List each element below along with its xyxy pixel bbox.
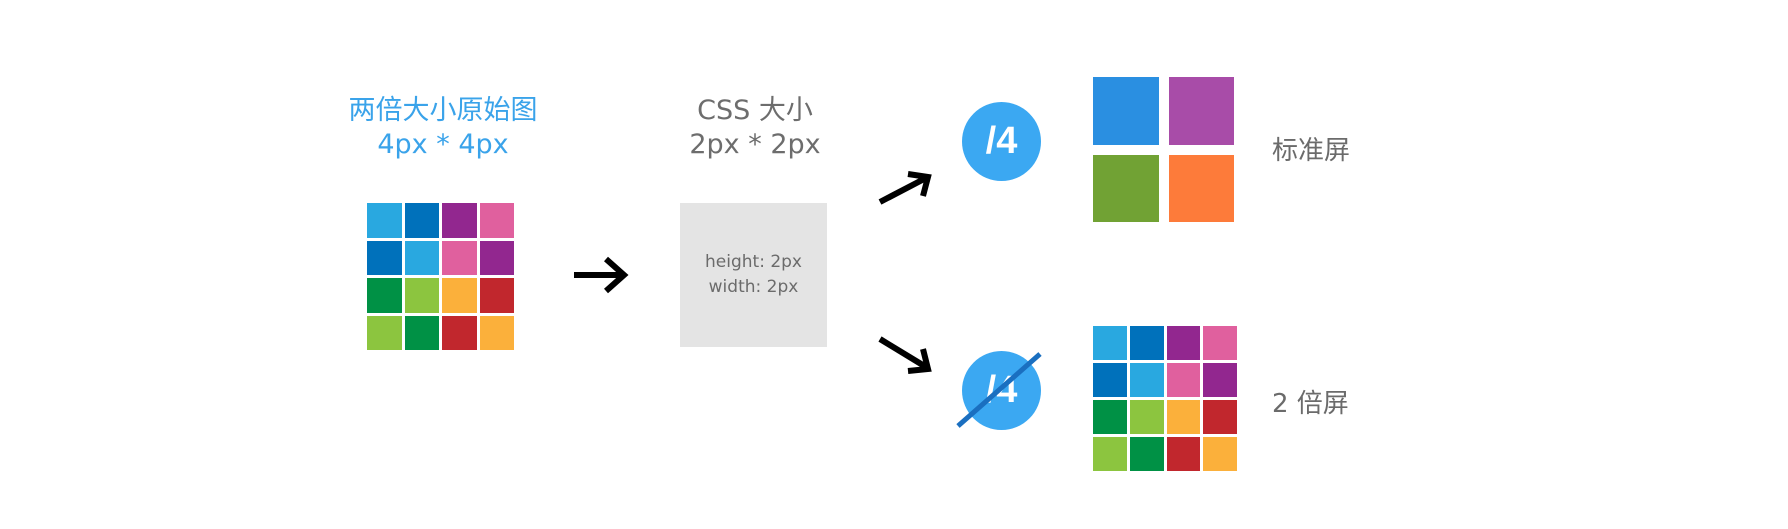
pixel-cell — [1166, 437, 1201, 471]
pixel-cell — [404, 240, 439, 275]
divide-badge-standard-text: /4 — [985, 120, 1018, 162]
pixel-cell — [442, 315, 477, 350]
arrow-down-right-icon — [878, 336, 932, 374]
css-size-box: height: 2px width: 2px — [680, 203, 827, 347]
css-size: 2px * 2px — [689, 129, 821, 160]
arrow-right-icon — [574, 256, 629, 294]
pixel-cell — [1129, 363, 1164, 397]
strikethrough-icon — [956, 352, 1042, 428]
pixel-cell — [1129, 437, 1164, 471]
pixel-cell — [1129, 400, 1164, 434]
pixel-cell — [1203, 326, 1237, 360]
pixel-cell — [1166, 326, 1201, 360]
pixel-cell — [1168, 77, 1234, 145]
pixel-cell — [442, 203, 477, 238]
source-pixel-grid — [367, 203, 514, 350]
pixel-cell — [1203, 437, 1237, 471]
arrow-up-right-icon — [878, 171, 932, 205]
pixel-cell — [1203, 363, 1237, 397]
pixel-cell — [404, 315, 439, 350]
css-caption: CSS 大小 2px * 2px — [650, 94, 860, 162]
pixel-cell — [1203, 400, 1237, 434]
pixel-cell — [1093, 437, 1127, 471]
pixel-cell — [1093, 326, 1127, 360]
pixel-cell — [1129, 326, 1164, 360]
css-height-text: height: 2px — [705, 252, 802, 272]
pixel-cell — [1168, 154, 1234, 222]
pixel-cell — [404, 203, 439, 238]
retina-screen-label: 2 倍屏 — [1272, 389, 1349, 419]
pixel-cell — [367, 240, 402, 275]
pixel-cell — [1093, 363, 1127, 397]
pixel-cell — [404, 278, 439, 313]
pixel-cell — [367, 203, 402, 238]
pixel-cell — [1093, 400, 1127, 434]
pixel-cell — [1093, 77, 1159, 145]
source-size: 4px * 4px — [377, 129, 509, 160]
pixel-cell — [1093, 154, 1159, 222]
standard-screen-label: 标准屏 — [1272, 136, 1351, 166]
pixel-cell — [1166, 400, 1201, 434]
source-caption: 两倍大小原始图 4px * 4px — [323, 94, 563, 162]
standard-pixel-grid — [1093, 77, 1234, 222]
divide-badge-standard: /4 — [962, 102, 1041, 181]
css-width-text: width: 2px — [708, 277, 799, 297]
pixel-cell — [442, 278, 477, 313]
pixel-cell — [479, 203, 514, 238]
pixel-cell — [367, 315, 402, 350]
source-title: 两倍大小原始图 — [348, 95, 538, 126]
pixel-cell — [367, 278, 402, 313]
pixel-cell — [479, 315, 514, 350]
pixel-cell — [479, 240, 514, 275]
css-title: CSS 大小 — [697, 95, 813, 126]
pixel-cell — [479, 278, 514, 313]
pixel-cell — [1166, 363, 1201, 397]
retina-pixel-grid — [1093, 326, 1237, 471]
pixel-cell — [442, 240, 477, 275]
